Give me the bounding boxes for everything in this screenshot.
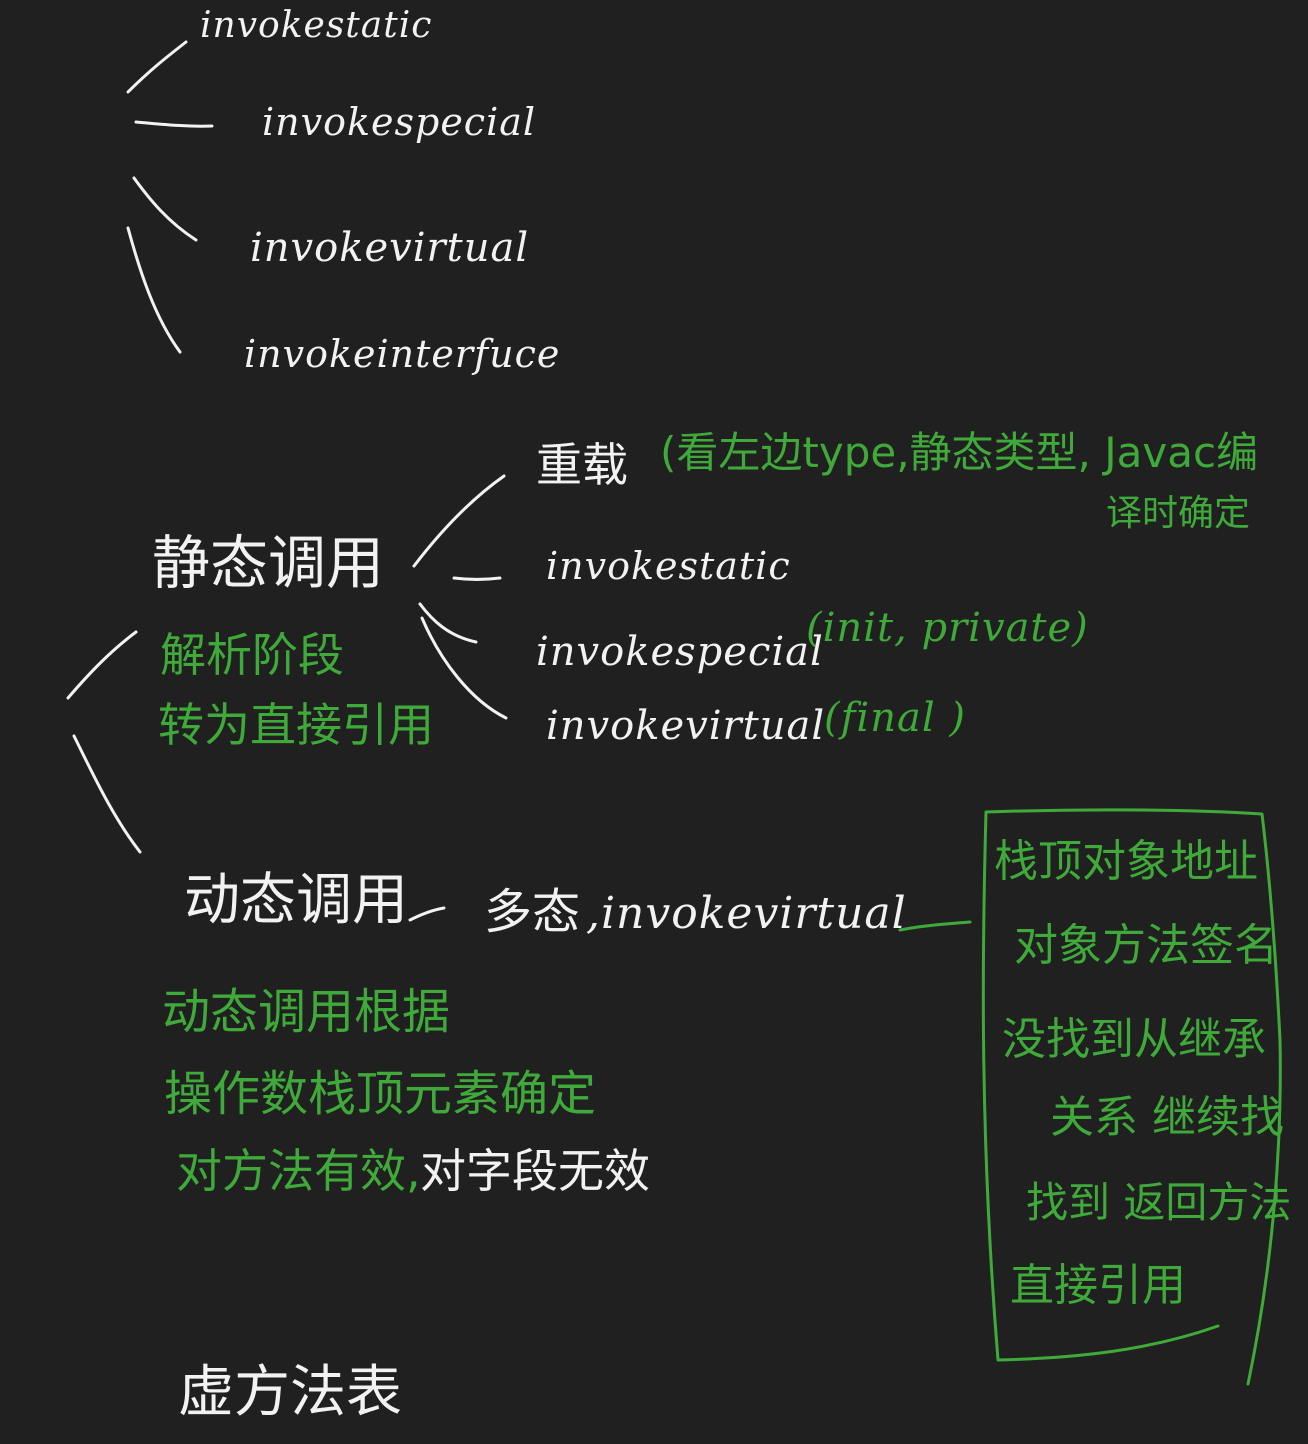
lookup-line-3: 没找到从继承 — [1002, 1014, 1266, 1065]
connector-to-box — [898, 920, 972, 932]
overload-note-line1: (看左边type,静态类型, Javac编 — [660, 428, 1259, 477]
static-branch-invokevirtual: invokevirtual — [546, 703, 826, 749]
lookup-line-2: 对象方法签名 — [1014, 920, 1278, 971]
lookup-line-4: 关系 继续找 — [1050, 1092, 1284, 1143]
static-branch-invokestatic: invokestatic — [546, 544, 791, 588]
connector-static-3 — [418, 602, 478, 644]
top-item-invokevirtual: invokevirtual — [250, 225, 530, 271]
connector-static-1 — [412, 474, 506, 568]
dynamic-basis-line3b: 对字段无效 — [420, 1144, 650, 1198]
connector-root-static — [66, 630, 138, 700]
lookup-box-outline — [981, 808, 1282, 1386]
static-branch-invokevirtual-note: (final ) — [824, 695, 966, 741]
static-branch-invokespecial: invokespecial — [536, 629, 824, 675]
overload-label: 重载 — [536, 438, 628, 492]
dynamic-basis-line1: 动态调用根据 — [162, 984, 451, 1040]
top-item-invokespecial: invokespecial — [262, 100, 537, 144]
static-call-title: 静态调用 — [152, 529, 385, 597]
top-item-invokeinterfuce: invokeinterfuce — [244, 332, 561, 376]
connector-static-2 — [452, 576, 502, 581]
virtual-method-table-label: 虚方法表 — [178, 1360, 402, 1425]
connector-top-1 — [126, 40, 188, 94]
lookup-line-5: 找到 返回方法 — [1026, 1178, 1292, 1227]
static-call-note-line1: 解析阶段 — [160, 628, 344, 682]
connector-root-dynamic — [72, 734, 142, 854]
dynamic-invokevirtual: ,invokevirtual — [586, 888, 907, 939]
overload-note-line2: 译时确定 — [1106, 493, 1251, 534]
dynamic-polymorphism: 多态 — [484, 884, 581, 940]
static-branch-invokespecial-note: (init, private) — [806, 605, 1089, 651]
connector-top-4 — [126, 226, 182, 354]
lookup-line-6: 直接引用 — [1010, 1260, 1186, 1311]
dynamic-basis-line2: 操作数栈顶元素确定 — [164, 1066, 597, 1122]
connector-static-4 — [420, 616, 508, 720]
dynamic-call-title: 动态调用 — [184, 868, 408, 933]
connector-dynamic-dash — [408, 906, 446, 922]
static-call-note-line2: 转为直接引用 — [158, 698, 434, 752]
lookup-line-1: 栈顶对象地址 — [994, 836, 1258, 887]
connector-top-3 — [132, 176, 198, 242]
top-item-invokestatic: invokestatic — [200, 5, 433, 46]
dynamic-basis-line3a: 对方法有效, — [176, 1144, 421, 1198]
connector-top-2 — [134, 120, 214, 128]
